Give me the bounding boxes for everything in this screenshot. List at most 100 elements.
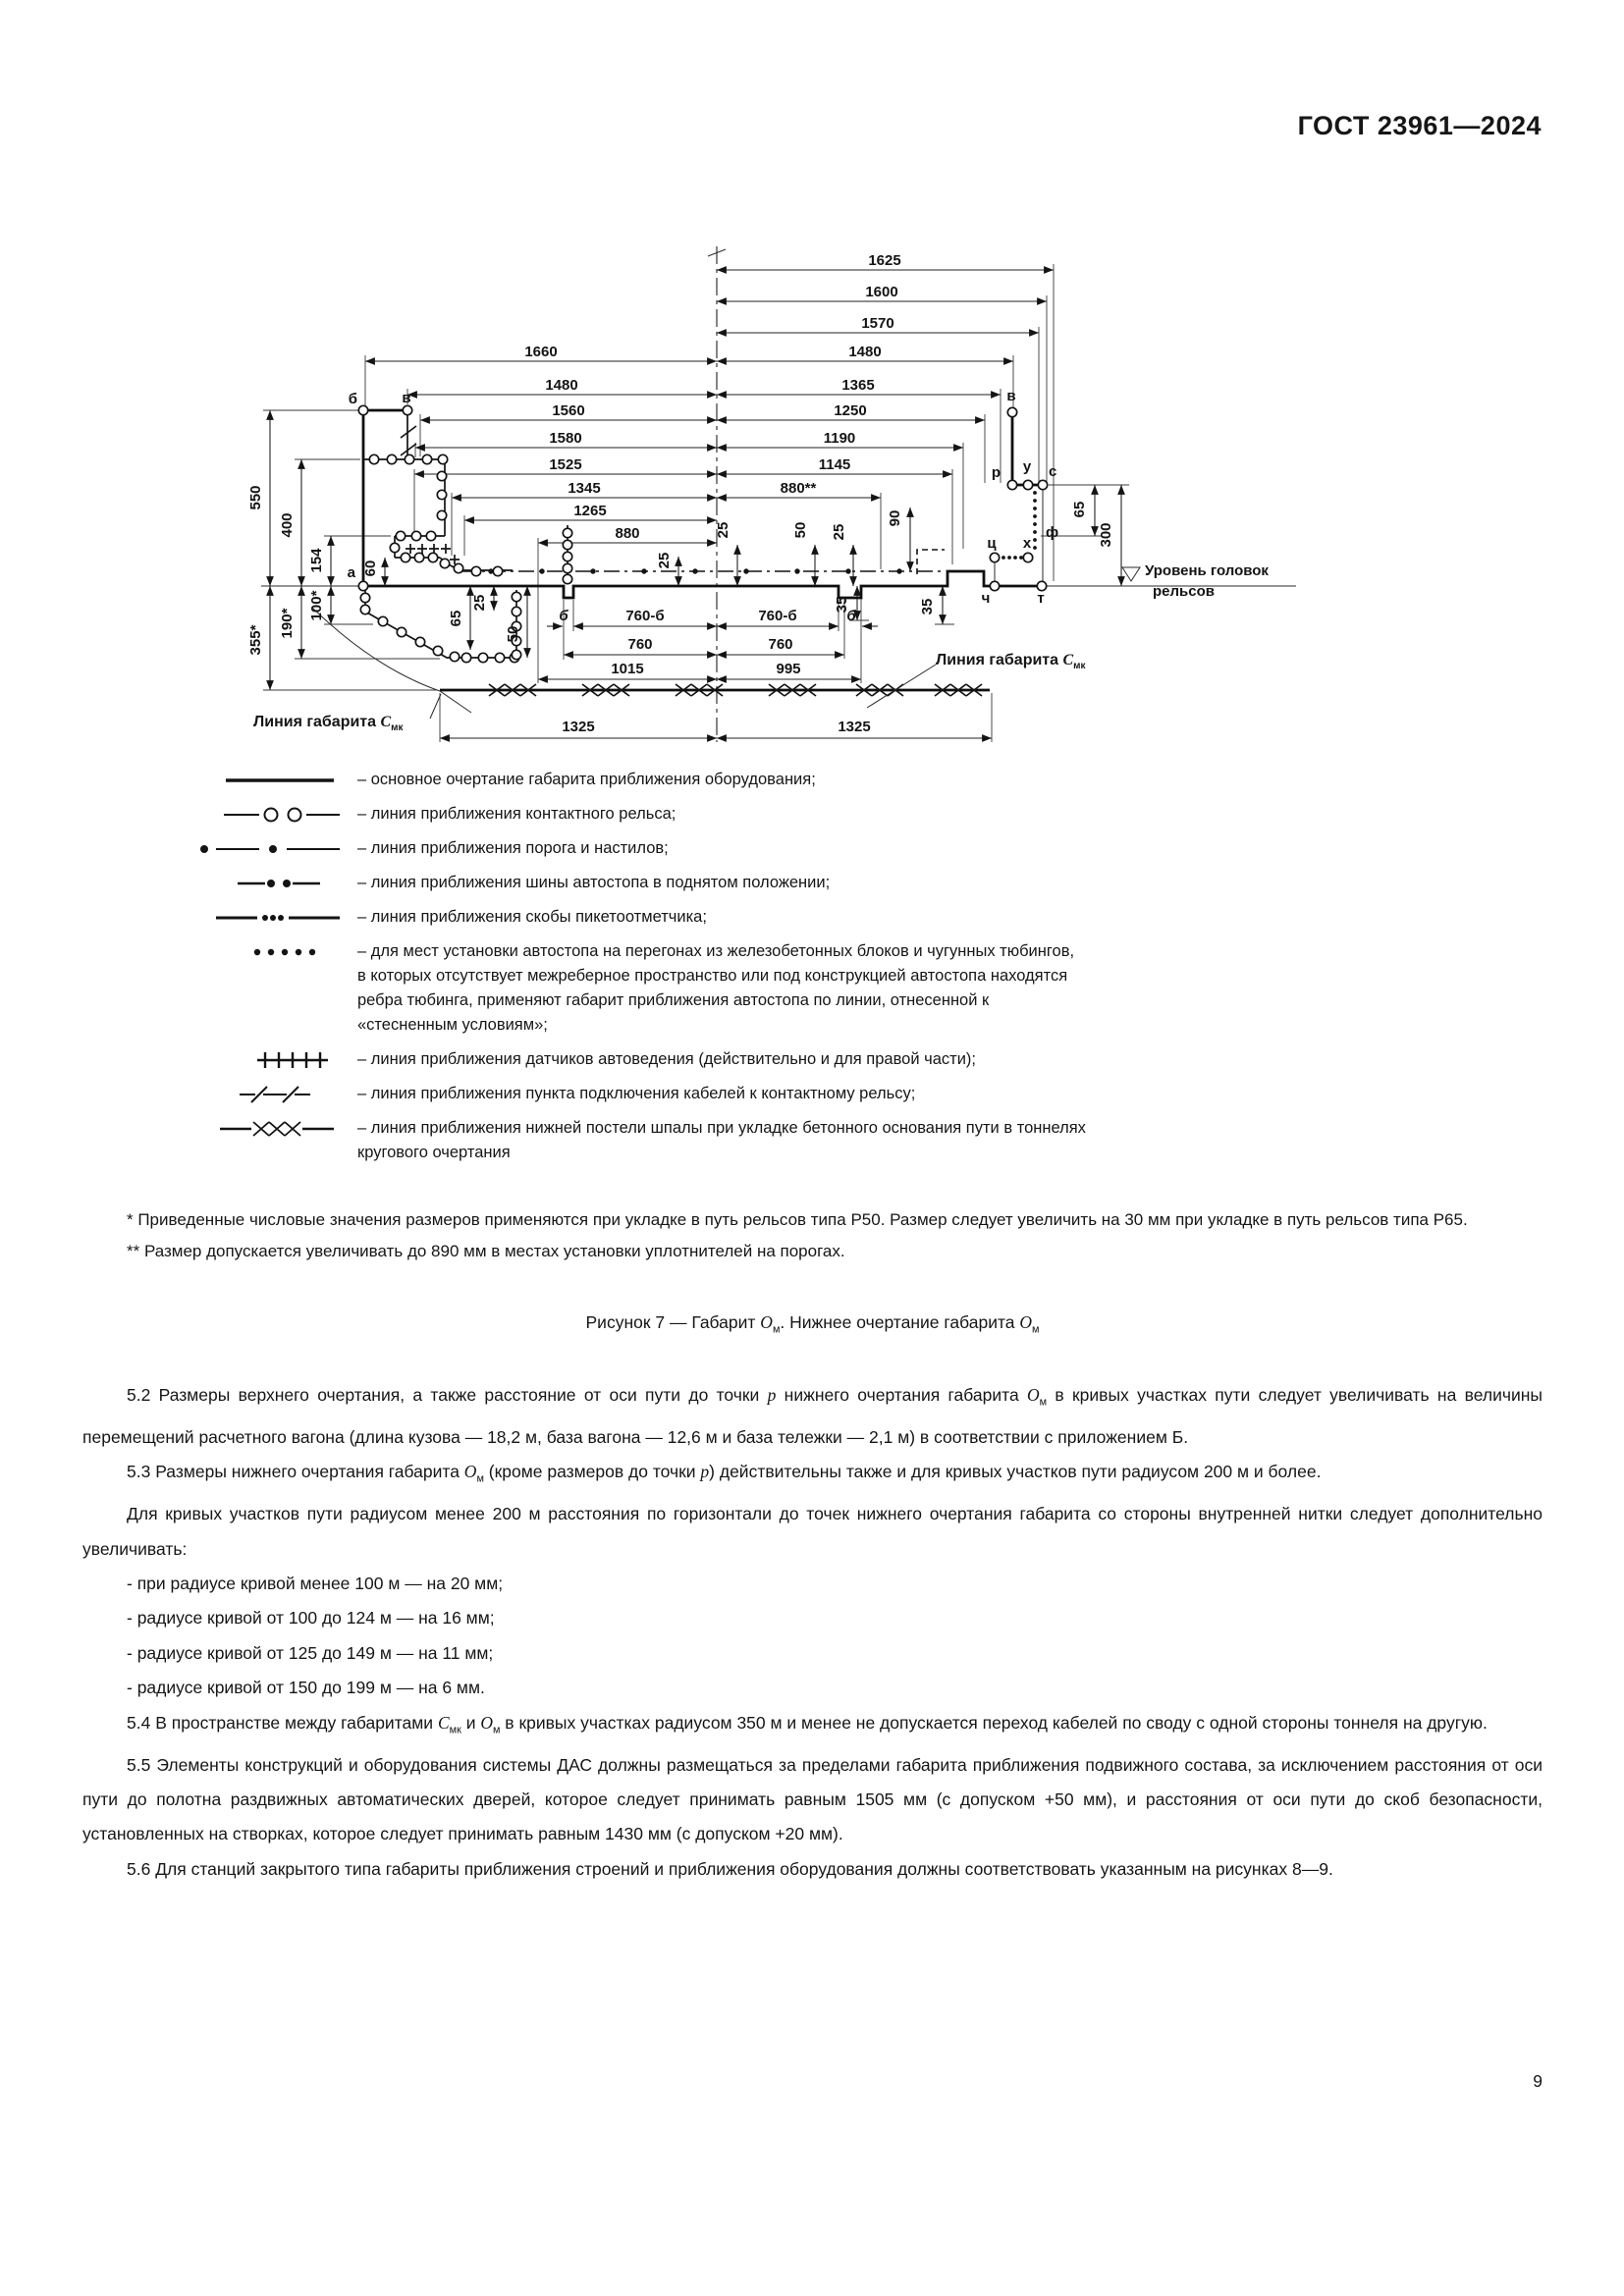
paragraph-5-4: 5.4 В пространстве между габаритами Смк … bbox=[127, 1712, 1488, 1736]
svg-text:65: 65 bbox=[1071, 502, 1088, 518]
footnote-2: ** Размер допускается увеличивать до 890… bbox=[127, 1241, 845, 1260]
legend-item: – линия приближения датчиков автоведения… bbox=[196, 1047, 1139, 1072]
footnotes: * Приведенные числовые значения размеров… bbox=[82, 1204, 1543, 1266]
svg-text:т: т bbox=[1037, 590, 1044, 607]
dimension-labels: 1660 1480 1560 1580 1525 1345 1265 880 1… bbox=[247, 252, 1114, 735]
svg-text:35: 35 bbox=[919, 599, 936, 615]
svg-text:880: 880 bbox=[615, 525, 639, 542]
svg-text:355*: 355* bbox=[247, 624, 264, 655]
right-dimension-lines bbox=[717, 266, 1054, 502]
legend-text: – линия приближения датчиков автоведения… bbox=[357, 1050, 977, 1068]
point-labels: а б в в р у с ф ц х ч т bbox=[348, 388, 1058, 607]
svg-text:60: 60 bbox=[362, 561, 379, 577]
svg-text:1250: 1250 bbox=[834, 402, 866, 419]
restricted-dots-icon bbox=[253, 948, 316, 956]
svg-text:в: в bbox=[1006, 388, 1015, 404]
svg-text:50: 50 bbox=[505, 626, 521, 643]
level-mark-icon bbox=[1121, 566, 1141, 582]
figure-7-diagram: 1660 1480 1560 1580 1525 1345 1265 880 1… bbox=[167, 152, 1345, 773]
figure-caption: Рисунок 7 — Габарит Ом. Нижнее очертание… bbox=[585, 1312, 1040, 1336]
legend-item: – линия приближения нижней постели шпалы… bbox=[196, 1116, 1139, 1165]
legend-item: – линия приближения контактного рельса; bbox=[196, 802, 1139, 827]
legend-text: – линия приближения контактного рельса; bbox=[357, 805, 677, 823]
cmk-gauge-label-right: Линия габарита Смк bbox=[936, 652, 1086, 672]
svg-text:760: 760 bbox=[768, 636, 792, 653]
body-text: 5.2 Размеры верхнего очертания, а также … bbox=[82, 1378, 1543, 1887]
svg-text:1525: 1525 bbox=[549, 456, 581, 473]
picket-marker-line-icon bbox=[216, 915, 340, 921]
svg-text:1365: 1365 bbox=[841, 377, 874, 394]
cmk-gauge-curve bbox=[311, 607, 472, 714]
svg-text:1325: 1325 bbox=[838, 719, 870, 735]
rail-level-annotation: Уровень головок рельсов bbox=[1145, 562, 1269, 600]
svg-text:25: 25 bbox=[715, 522, 731, 539]
restricted-conditions-dots bbox=[1033, 491, 1037, 550]
svg-text:у: у bbox=[1023, 458, 1032, 475]
contact-rail-line bbox=[363, 414, 568, 659]
svg-text:1560: 1560 bbox=[552, 402, 584, 419]
svg-text:90: 90 bbox=[887, 510, 903, 527]
picket-bracket-dots bbox=[1001, 556, 1023, 560]
svg-text:б: б bbox=[846, 608, 856, 624]
svg-text:в: в bbox=[402, 390, 410, 406]
outline-node-circles bbox=[357, 404, 1049, 664]
legend-item: – основное очертание габарита приближени… bbox=[196, 768, 1139, 792]
threshold-line-icon bbox=[200, 845, 340, 853]
legend-text: – линия приближения нижней постели шпалы… bbox=[357, 1119, 1086, 1161]
svg-text:190*: 190* bbox=[279, 608, 296, 638]
legend-item: – линия приближения шины автостопа в под… bbox=[196, 871, 1139, 895]
list-item: - радиусе кривой от 100 до 124 м — на 16… bbox=[127, 1608, 495, 1629]
svg-text:1660: 1660 bbox=[524, 344, 557, 360]
svg-text:б: б bbox=[349, 391, 357, 407]
legend-item: – линия приближения порога и настилов; bbox=[196, 836, 1139, 861]
svg-text:х: х bbox=[1023, 535, 1032, 552]
legend-text: – линия приближения скобы пикетоотметчик… bbox=[357, 908, 707, 926]
autodrive-sensor-marks bbox=[406, 544, 460, 564]
cmk-left-leader bbox=[429, 693, 442, 720]
svg-text:1480: 1480 bbox=[545, 377, 577, 394]
paragraph-5-5: 5.5 Элементы конструкций и оборудования … bbox=[82, 1754, 1543, 1844]
svg-text:550: 550 bbox=[247, 485, 264, 509]
svg-text:а: а bbox=[348, 564, 356, 581]
cmk-gauge-label-left: Линия габарита Смк bbox=[253, 714, 404, 734]
vertical-dimension-lines bbox=[266, 410, 1125, 690]
svg-text:ч: ч bbox=[982, 590, 991, 607]
list-item: - радиусе кривой от 125 до 149 м — на 11… bbox=[127, 1642, 494, 1663]
svg-text:1145: 1145 bbox=[819, 456, 851, 473]
legend-text: – основное очертание габарита приближени… bbox=[357, 771, 816, 788]
standard-number: ГОСТ 23961—2024 bbox=[1297, 111, 1542, 140]
svg-text:154: 154 bbox=[308, 548, 325, 573]
contact-rail-line-icon bbox=[224, 807, 340, 823]
svg-text:б: б bbox=[559, 608, 568, 624]
paragraph-5-2: 5.2 Размеры верхнего очертания, а также … bbox=[82, 1385, 1543, 1447]
svg-text:1015: 1015 bbox=[611, 661, 643, 677]
legend-item: – линия приближения пункта подключения к… bbox=[196, 1082, 1139, 1106]
svg-text:1480: 1480 bbox=[848, 344, 881, 360]
solid-line-icon bbox=[226, 778, 334, 782]
main-gauge-outline bbox=[363, 569, 1039, 600]
legend-text: – линия приближения пункта подключения к… bbox=[357, 1085, 916, 1102]
svg-text:рельсов: рельсов bbox=[1153, 583, 1215, 600]
autostop-shoe-line-icon bbox=[238, 880, 320, 887]
svg-text:760-б: 760-б bbox=[758, 608, 796, 624]
svg-text:1570: 1570 bbox=[861, 315, 893, 332]
threshold-dots bbox=[488, 568, 902, 574]
legend: – основное очертание габарита приближени… bbox=[196, 768, 1139, 1175]
svg-text:760-б: 760-б bbox=[625, 608, 664, 624]
pocket-dashed-outline bbox=[916, 549, 945, 574]
svg-text:1265: 1265 bbox=[573, 503, 606, 519]
svg-text:760: 760 bbox=[627, 636, 652, 653]
legend-item: – линия приближения скобы пикетоотметчик… bbox=[196, 905, 1139, 930]
svg-text:ц: ц bbox=[987, 535, 997, 552]
svg-text:1190: 1190 bbox=[824, 430, 856, 447]
svg-text:35: 35 bbox=[834, 597, 850, 614]
page-number: 9 bbox=[1533, 2071, 1543, 2091]
paragraph-5-3: 5.3 Размеры нижнего очертания габарита О… bbox=[127, 1462, 1322, 1485]
legend-text: – линия приближения порога и настилов; bbox=[357, 839, 669, 857]
svg-text:25: 25 bbox=[656, 553, 673, 569]
svg-text:100*: 100* bbox=[308, 590, 325, 620]
gauge-diagram-svg: 1660 1480 1560 1580 1525 1345 1265 880 1… bbox=[247, 246, 1296, 742]
svg-text:р: р bbox=[992, 464, 1001, 481]
svg-text:65: 65 bbox=[448, 611, 464, 627]
footnote-1: * Приведенные числовые значения размеров… bbox=[127, 1210, 1468, 1229]
